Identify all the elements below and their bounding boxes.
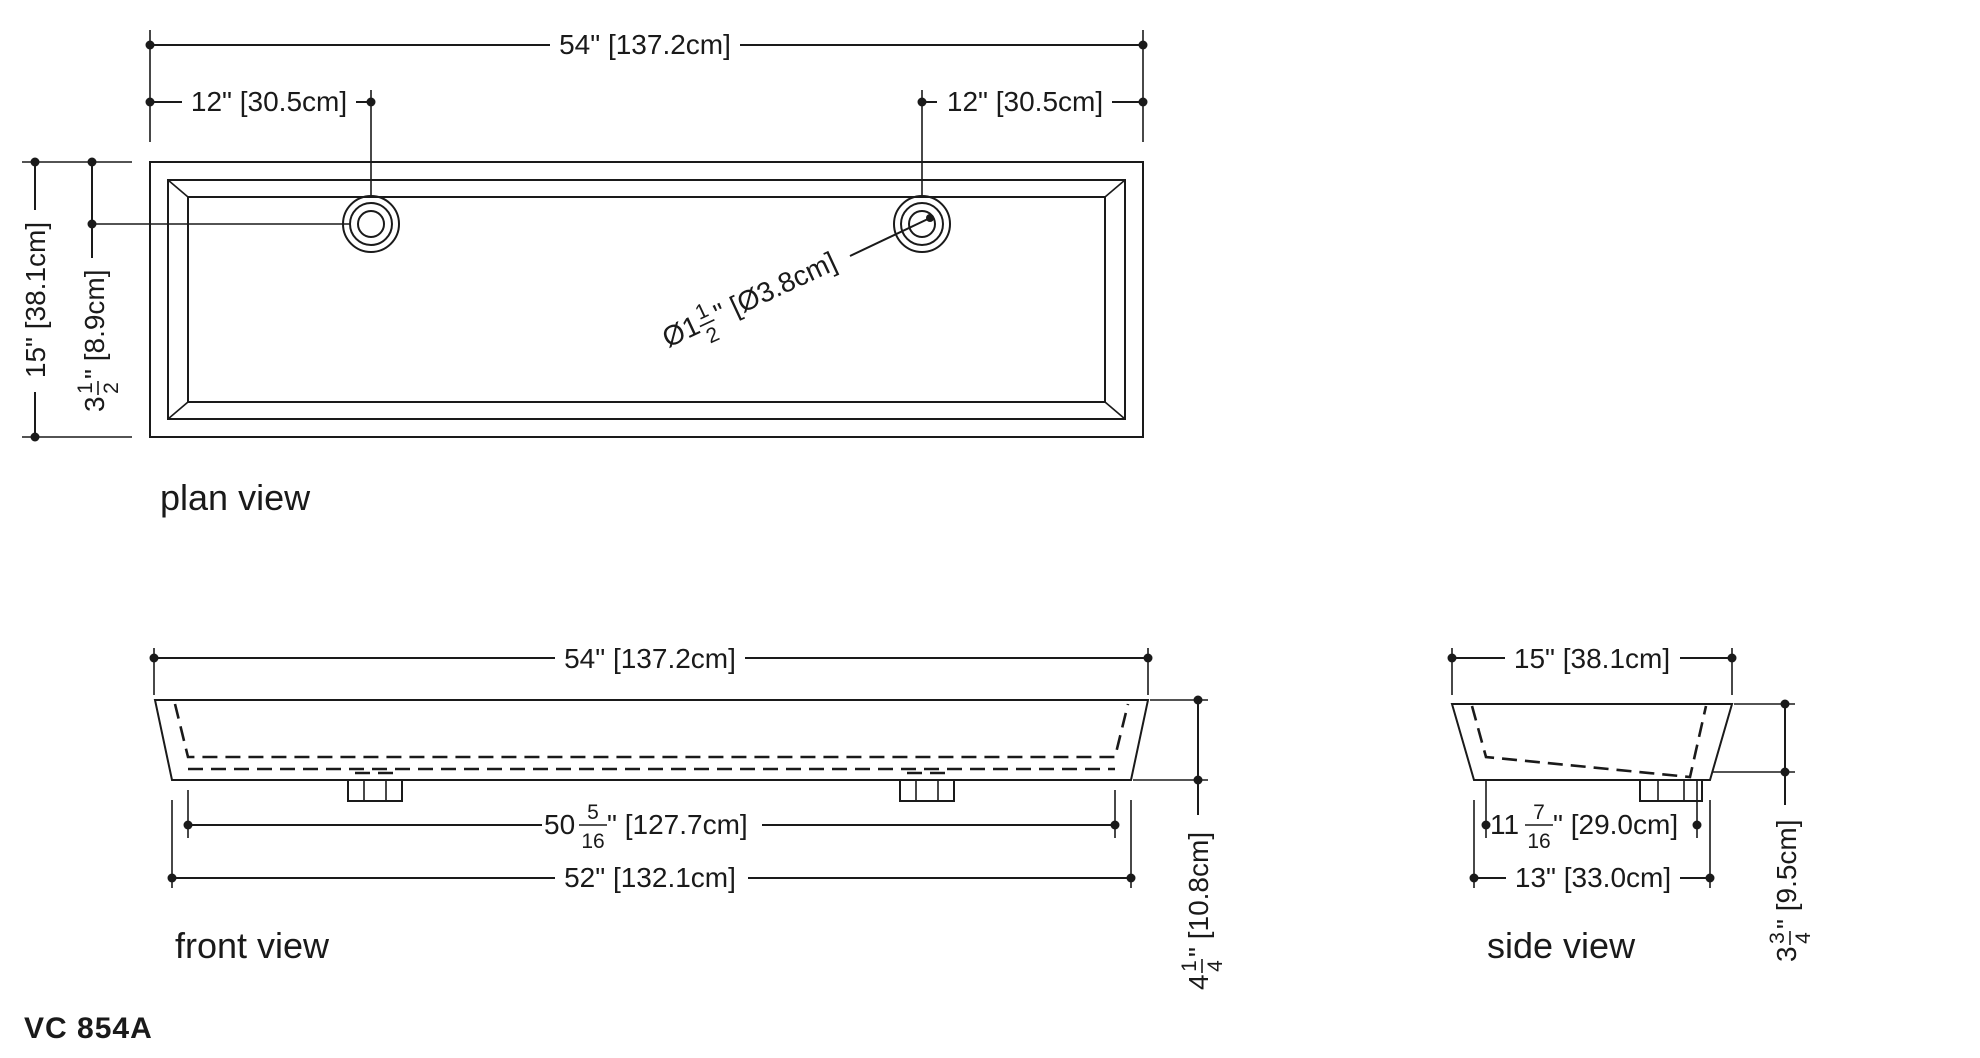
front-height-den: 4 (1204, 960, 1227, 972)
plan-drain-offset-right: 12" [30.5cm] (947, 86, 1103, 117)
dim-dot (183, 820, 193, 830)
dim-dot (1138, 97, 1148, 107)
model-code: VC 854A (24, 1012, 153, 1045)
plan-drain-diameter-leader (849, 217, 931, 257)
plan-drain-diameter: Ø1 1 2 " [Ø3.8cm] (657, 246, 841, 354)
dim-dot (1469, 873, 1479, 883)
front-inner-length-rest: " [127.7cm] (607, 809, 748, 840)
side-view: 15" [38.1cm] 11 7 16 " [29.0cm] 13" [33.… (1447, 643, 1815, 966)
side-height: 3 3 4 " [9.5cm] (1766, 819, 1815, 962)
dim-dot (1705, 873, 1715, 883)
front-top-length: 54" [137.2cm] (564, 643, 736, 674)
dim-dot (167, 873, 177, 883)
dim-dot (1193, 695, 1203, 705)
plan-view: 54" [137.2cm] 12" [30.5cm] 12" [30.5cm] (20, 29, 1148, 518)
plan-view-label: plan view (160, 477, 311, 518)
plan-corner-line (1104, 179, 1126, 198)
side-height-num: 3 (1766, 932, 1789, 944)
plan-overall-width: 15" [38.1cm] (20, 222, 51, 378)
plan-corner-line (167, 401, 189, 420)
side-bowl-hidden (1470, 705, 1708, 779)
side-body-outline (1450, 703, 1734, 781)
front-view-label: front view (175, 925, 330, 966)
dim-dot (1193, 775, 1203, 785)
side-drain (1639, 779, 1703, 802)
front-drain-right (899, 771, 955, 802)
plan-drain-from-back-rest: " [8.9cm] (79, 269, 110, 379)
dim-dot (87, 157, 97, 167)
front-drain-left (347, 771, 403, 802)
dim-dot (149, 653, 159, 663)
plan-drain-from-back-num: 1 (74, 382, 97, 394)
front-height-rest: " [10.8cm] (1183, 832, 1214, 957)
side-height-rest: " [9.5cm] (1771, 819, 1802, 929)
front-inner-length-num: 5 (587, 801, 599, 824)
plan-basin-bowl (187, 196, 1106, 403)
front-bottom-length: 52" [132.1cm] (564, 862, 736, 893)
front-inner-length-den: 16 (581, 830, 604, 853)
dim-dot (1692, 820, 1702, 830)
dim-dot (30, 157, 40, 167)
plan-corner-line (1104, 401, 1126, 420)
front-bowl-hidden (173, 703, 1130, 759)
plan-drain-from-back: 3 1 2 " [8.9cm] (74, 269, 123, 412)
plan-drain-offset-left: 12" [30.5cm] (191, 86, 347, 117)
side-inner-width-whole: 11 (1490, 809, 1519, 840)
front-height-num: 1 (1178, 960, 1201, 972)
plan-corner-line (167, 179, 189, 198)
front-inner-length: 50 5 16 " [127.7cm] (544, 801, 748, 853)
front-body-outline (153, 699, 1150, 781)
dim-dot (145, 97, 155, 107)
dim-dot (1138, 40, 1148, 50)
side-inner-width-num: 7 (1533, 801, 1545, 824)
dim-dot (145, 40, 155, 50)
dim-dot (1126, 873, 1136, 883)
side-view-label: side view (1487, 925, 1636, 966)
front-height-whole: 4 (1183, 974, 1214, 990)
front-inner-length-whole: 50 (544, 809, 575, 840)
side-top-width: 15" [38.1cm] (1514, 643, 1670, 674)
fraction-bar (699, 319, 715, 328)
side-inner-width-rest: " [29.0cm] (1553, 809, 1678, 840)
dim-dot (30, 432, 40, 442)
side-height-den: 4 (1792, 932, 1815, 944)
dim-dot (1447, 653, 1457, 663)
dim-dot (1727, 653, 1737, 663)
side-inner-width-den: 16 (1527, 830, 1550, 853)
dim-dot (1110, 820, 1120, 830)
dim-dot (87, 219, 97, 229)
plan-drain-diameter-rest: " [Ø3.8cm] (709, 246, 841, 330)
dim-dot (1143, 653, 1153, 663)
side-height-whole: 3 (1771, 946, 1802, 962)
front-height: 4 1 4 " [10.8cm] (1178, 832, 1227, 990)
plan-drain-right (893, 195, 951, 253)
front-view: 54" [137.2cm] 50 5 16 " [ (149, 643, 1227, 990)
plan-drain-from-back-den: 2 (100, 382, 123, 394)
dim-dot (1780, 699, 1790, 709)
plan-drain-left (342, 195, 400, 253)
side-bottom-width: 13" [33.0cm] (1515, 862, 1671, 893)
plan-drain-from-back-whole: 3 (79, 396, 110, 412)
plan-overall-length: 54" [137.2cm] (559, 29, 731, 60)
dim-dot (1780, 767, 1790, 777)
dim-dot (926, 214, 934, 222)
side-inner-width: 11 7 16 " [29.0cm] (1490, 801, 1678, 853)
plan-basin-outer (149, 161, 1144, 438)
dim-dot (1481, 820, 1491, 830)
plan-basin-rim (167, 179, 1126, 420)
